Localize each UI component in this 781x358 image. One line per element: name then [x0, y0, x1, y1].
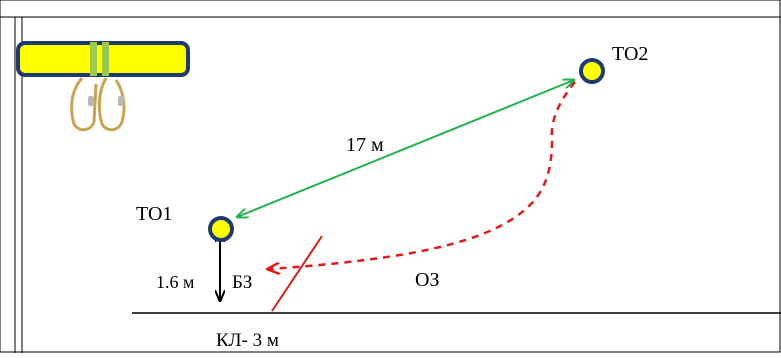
double-hook-lanyard-icon — [16, 41, 190, 132]
fall-trajectory-line — [268, 81, 576, 269]
cut-line-label: КЛ- 3 м — [216, 330, 279, 351]
cut-line — [271, 235, 323, 312]
distance-arrow — [237, 80, 574, 217]
height-label: 1.6 м — [156, 272, 194, 292]
distance-label: 17 м — [346, 134, 384, 156]
danger-zone-label: ОЗ — [415, 269, 439, 291]
anchor-point-2 — [579, 58, 605, 84]
anchor-point-1 — [208, 216, 234, 242]
anchor-1-label: ТО1 — [136, 203, 172, 225]
safe-zone-label: БЗ — [232, 272, 252, 293]
anchor-2-label: ТО2 — [612, 43, 648, 65]
